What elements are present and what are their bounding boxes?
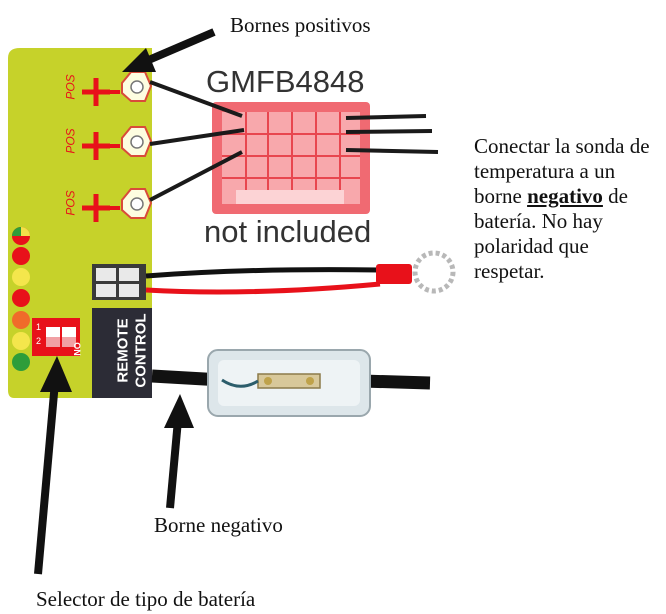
remote-control-port [92, 308, 152, 398]
temperature-sensor-connector [92, 264, 146, 300]
arrow-positive-terminals [122, 28, 216, 72]
battery-type-selector-switch [32, 318, 80, 356]
sensor-instructions: Conectar la sonda de temperatura a un bo… [474, 134, 664, 284]
negative-cable-right [361, 374, 431, 390]
output-wires [345, 114, 439, 154]
led-column [12, 227, 30, 371]
positive-terminal-1 [82, 71, 153, 106]
sensor-probe-tip [376, 264, 412, 284]
terminal-wires [149, 80, 245, 202]
not-included-label: not included [204, 214, 372, 249]
pos-label-3: POS [63, 190, 78, 216]
positive-terminal-3 [82, 188, 153, 222]
switch-number-2: 2 [36, 336, 42, 346]
negative-terminal-label: Borne negativo [154, 513, 283, 537]
instructions-text-after: de batería. No hay polaridad que respeta… [474, 184, 628, 283]
remote-label-line-1: REMOTE [114, 318, 132, 383]
instructions-text-before: Conectar la sonda de temperatura a un bo… [474, 134, 650, 208]
fuse-block-image [212, 102, 370, 214]
inline-fuse-holder [207, 349, 371, 417]
instructions-emphasis: negativo [527, 184, 603, 208]
sensor-cable-black [145, 267, 381, 279]
arrow-battery-selector [34, 356, 72, 575]
switch-number-1: 1 [36, 322, 42, 332]
sensor-cable-red [145, 281, 381, 295]
battery-selector-label: Selector de tipo de batería [36, 587, 256, 611]
remote-control-label: REMOTE CONTROL [92, 308, 152, 398]
positive-terminal-2 [82, 126, 153, 160]
positive-terminals-label: Bornes positivos [230, 13, 371, 37]
switch-on-label: ON [71, 342, 82, 356]
remote-label-line-2: CONTROL [132, 313, 150, 388]
ring-terminal [412, 250, 456, 294]
pos-label-1: POS [63, 74, 78, 100]
pos-label-2: POS [63, 128, 78, 154]
arrow-negative-terminal [164, 394, 194, 509]
model-label: GMFB4848 [206, 64, 365, 99]
